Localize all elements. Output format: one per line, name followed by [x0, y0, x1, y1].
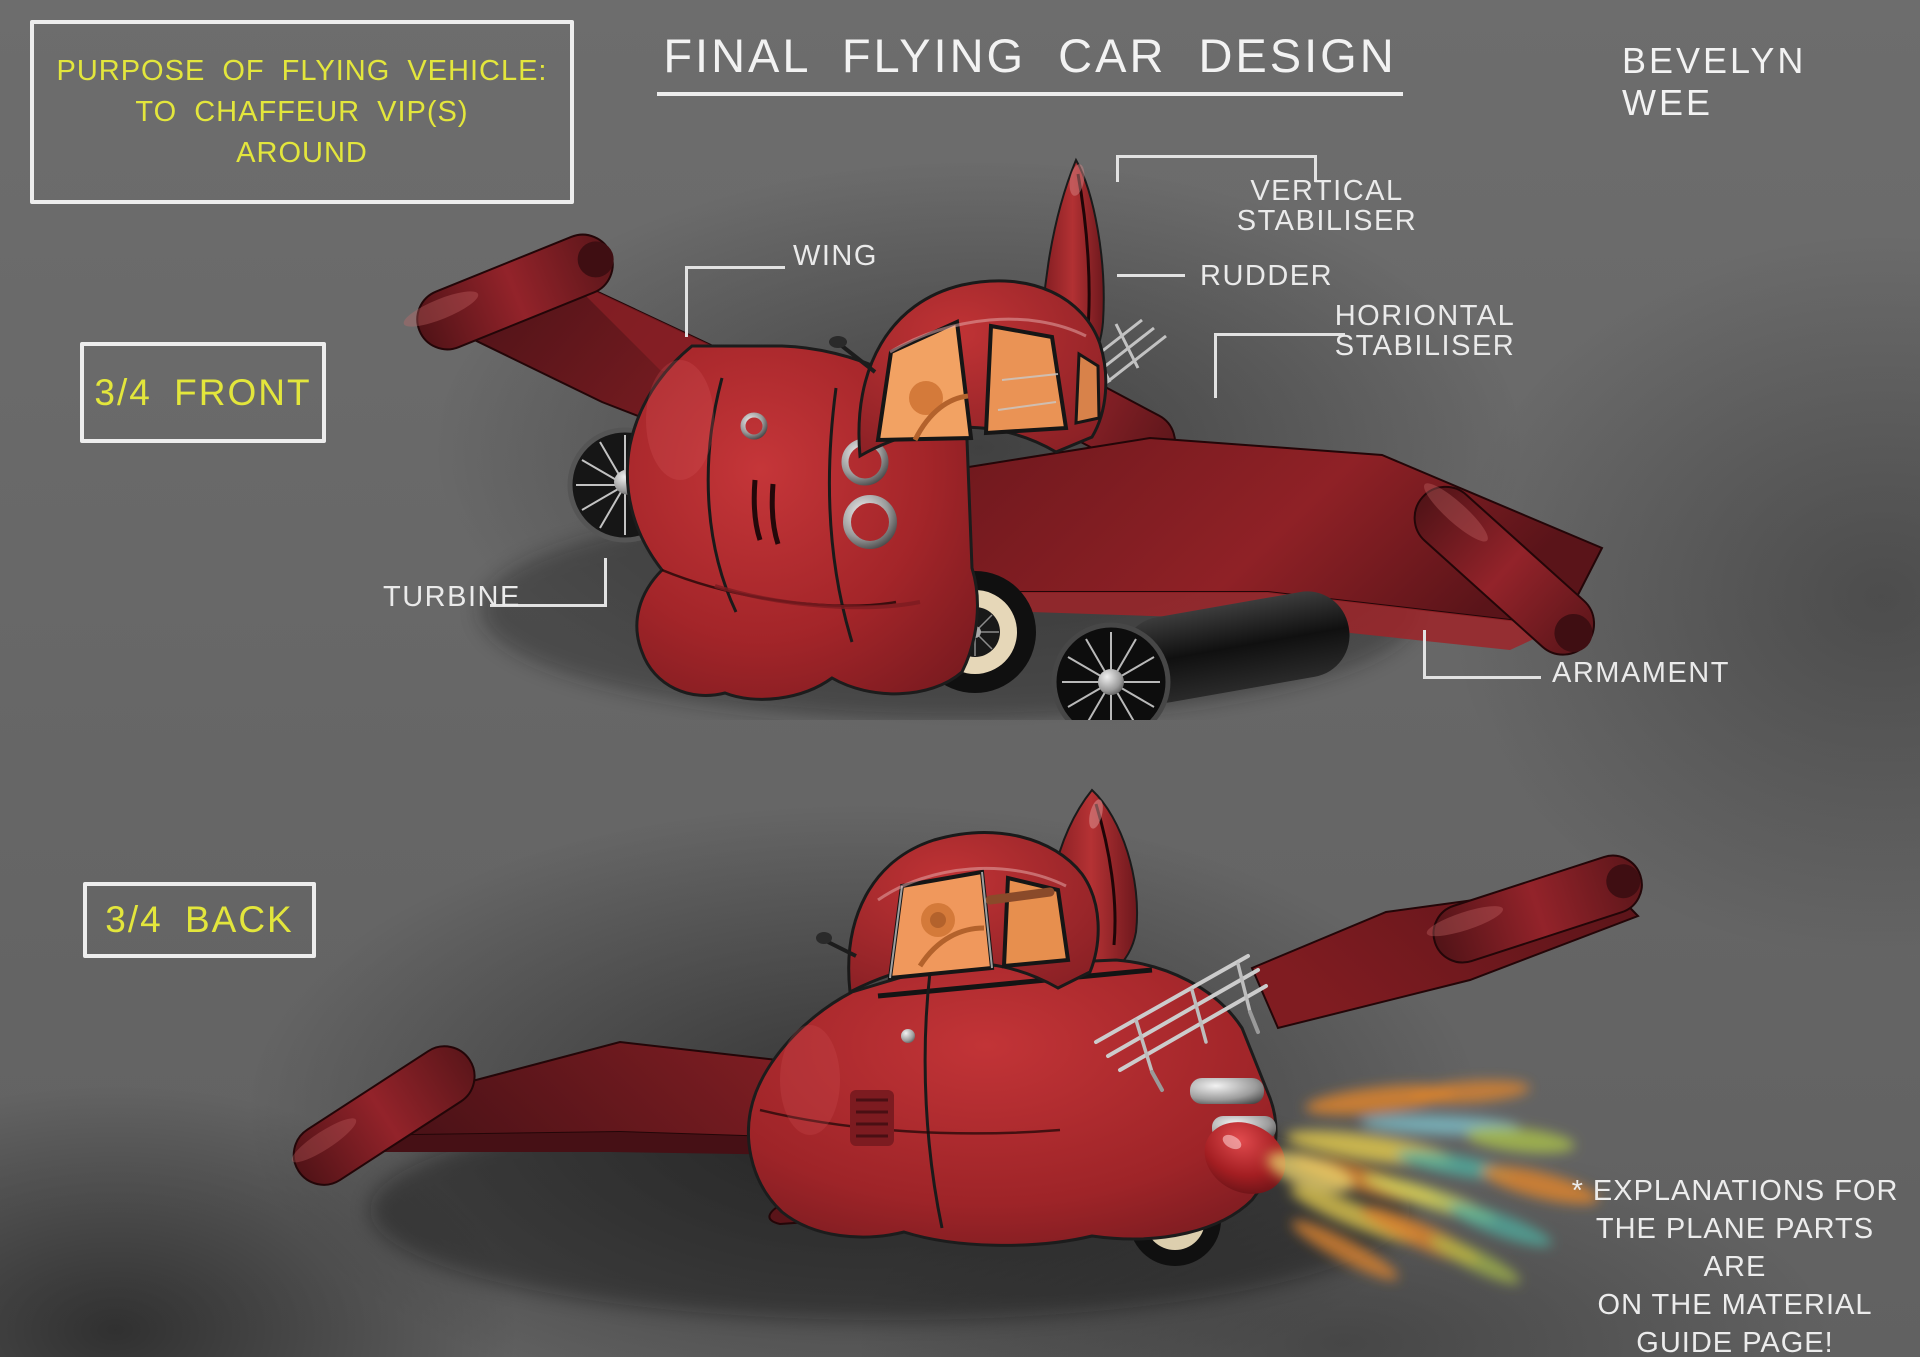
purpose-line-1: PURPOSE OF FLYING VEHICLE:: [56, 54, 548, 87]
horiontal-stabiliser-label: HORIONTAL STABILISER: [1334, 300, 1516, 362]
rudder-leader-line: [1117, 274, 1185, 277]
footnote-line-1: * EXPLANATIONS FOR: [1571, 1175, 1899, 1207]
turbine-label: TURBINE: [383, 581, 521, 613]
footnote-line-4: GUIDE PAGE!: [1636, 1327, 1834, 1357]
back-view-label-box: 3/4 BACK: [83, 882, 316, 958]
front-view-label: 3/4 FRONT: [94, 371, 312, 413]
windshield: [875, 319, 974, 443]
back-left-armament-pod: [291, 1045, 476, 1186]
right-turbine: [1051, 591, 1350, 720]
back-canopy: [816, 831, 1100, 995]
purpose-line-2: TO CHAFFEUR VIP(S): [135, 95, 469, 128]
footnote-line-2: THE PLANE PARTS ARE: [1595, 1213, 1875, 1283]
wing-label: WING: [793, 240, 878, 272]
jet-exhaust: [1266, 1080, 1599, 1284]
footnote-line-3: ON THE MATERIAL: [1597, 1289, 1873, 1321]
horiontal-stabiliser-leader-line: [1214, 333, 1345, 398]
right-wing: [948, 436, 1604, 656]
armament-label: ARMAMENT: [1552, 657, 1730, 689]
right-armament-pod: [1413, 483, 1596, 656]
luggage-rack: [1094, 954, 1268, 1092]
back-right-wing: [1250, 854, 1643, 1030]
front-view-illustration: [403, 157, 1604, 720]
rudder-label: RUDDER: [1200, 260, 1334, 292]
back-view-illustration: [291, 788, 1643, 1320]
back-left-wing: [291, 1040, 870, 1186]
page-title: FINAL FLYING CAR DESIGN: [640, 28, 1420, 96]
footnote: * EXPLANATIONS FOR THE PLANE PARTS ARE O…: [1570, 1172, 1900, 1357]
left-armament-pod: [403, 233, 614, 351]
back-right-armament-pod: [1426, 854, 1643, 964]
front-view-label-box: 3/4 FRONT: [80, 342, 326, 443]
turbine-leader-line: [490, 558, 607, 607]
vertical-stabiliser-leader-line: [1116, 155, 1317, 182]
artist-name: BEVELYN WEE: [1622, 40, 1807, 123]
armament-leader-line: [1423, 630, 1541, 679]
canopy: [829, 279, 1108, 459]
side-window: [983, 323, 1069, 436]
wing-leader-line: [685, 266, 785, 337]
car-body-back: [747, 958, 1286, 1247]
purpose-box: PURPOSE OF FLYING VEHICLE: TO CHAFFEUR V…: [30, 20, 574, 204]
back-view-label: 3/4 BACK: [105, 899, 294, 940]
vertical-stabiliser-label: VERTICAL STABILISER: [1236, 175, 1418, 237]
purpose-line-3: AROUND: [236, 136, 368, 169]
